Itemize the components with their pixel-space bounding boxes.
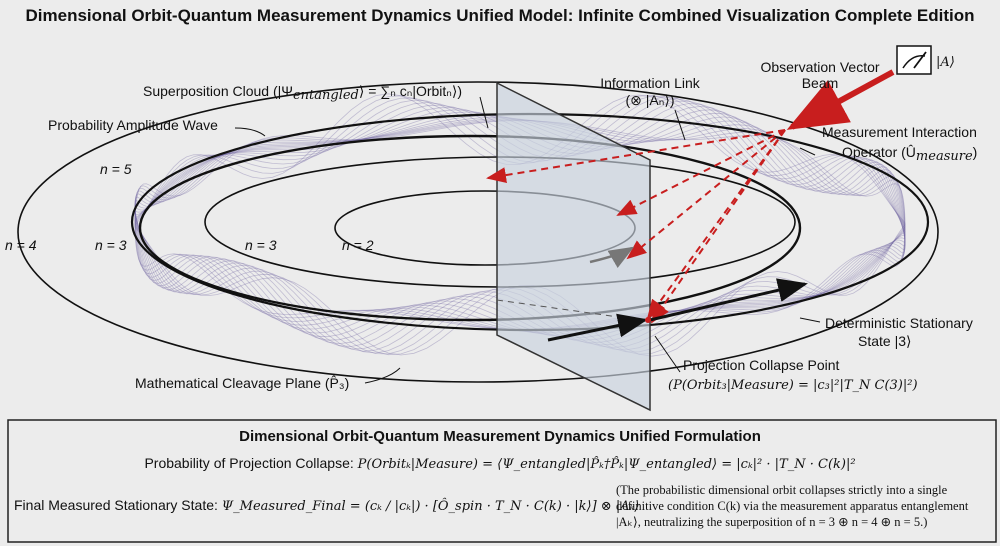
wave-strand: [134, 96, 906, 354]
formulation-box: [7, 419, 997, 543]
observation-beam-arrow: [786, 69, 895, 130]
wave-strand: [134, 100, 906, 350]
orbit-label-n5: n = 5: [100, 161, 132, 177]
interaction-operator-math: Operator (Ûmeasure): [842, 144, 977, 164]
collapse-point-math: (P(Orbit₃|Measure) = |c₃|²|T_N C(3)|²): [668, 378, 918, 393]
orbit-label-n3-inner: n = 3: [245, 237, 277, 253]
collapse-incoming-arrow: [547, 313, 648, 342]
formulation-note-2: definitive condition C(k) via the measur…: [616, 499, 969, 513]
cleavage-plane-label: Mathematical Cleavage Plane (P̂₃): [135, 375, 349, 391]
observation-beam-label: Observation Vector: [760, 59, 879, 75]
projection-dashed-line: [496, 299, 641, 321]
superposition-cloud-label: Superposition Cloud (|Ψentangled⟩ = ∑ₙ c…: [143, 83, 462, 103]
meter-ket: |A⟩: [936, 55, 955, 70]
orbit-label-n2: n = 2: [342, 237, 374, 253]
information-link-math: (⊗ |Aₙ⟩): [626, 92, 675, 108]
diagram-title: Dimensional Orbit-Quantum Measurement Dy…: [26, 6, 975, 25]
deterministic-state-label: Deterministic Stationary: [825, 315, 973, 331]
orbit-label-n4: n = 4: [5, 237, 37, 253]
collapse-point: [645, 317, 651, 323]
wave-strand: [134, 119, 906, 331]
deterministic-state-arrow: [649, 278, 808, 322]
collapse-point-label: Projection Collapse Point: [683, 357, 840, 373]
formulation-note-1: (The probabilistic dimensional orbit col…: [616, 483, 948, 497]
orbit-n2-arrow: [589, 246, 635, 268]
formulation-note-3: |Aₖ⟩, neutralizing the superposition of …: [616, 515, 927, 529]
information-link-rays: [486, 129, 786, 324]
observation-beam-label-2: Beam: [802, 75, 839, 91]
wave-strand: [134, 120, 906, 330]
measurement-meter-icon: [896, 45, 932, 75]
formulation-heading: Dimensional Orbit-Quantum Measurement Dy…: [239, 428, 761, 445]
information-link-label: Information Link: [600, 75, 701, 91]
wave-strand: [134, 98, 906, 352]
orbit-n4: [17, 81, 939, 383]
cleavage-plane: [496, 81, 651, 412]
deterministic-state-ket: State |3⟩: [858, 333, 911, 349]
orbit-n3-outer: [138, 134, 802, 322]
interaction-operator-label: Measurement Interaction: [822, 124, 977, 140]
collapse-probability-formula: Probability of Projection Collapse: P(Or…: [144, 455, 855, 472]
wave-strand: [134, 94, 906, 356]
wave-strand: [134, 119, 906, 331]
orbit-label-n3-outer: n = 3: [95, 237, 127, 253]
probability-wave-label: Probability Amplitude Wave: [48, 117, 218, 133]
wave-strand: [134, 103, 906, 347]
final-state-formula: Final Measured Stationary State: Ψ_Measu…: [14, 497, 639, 514]
